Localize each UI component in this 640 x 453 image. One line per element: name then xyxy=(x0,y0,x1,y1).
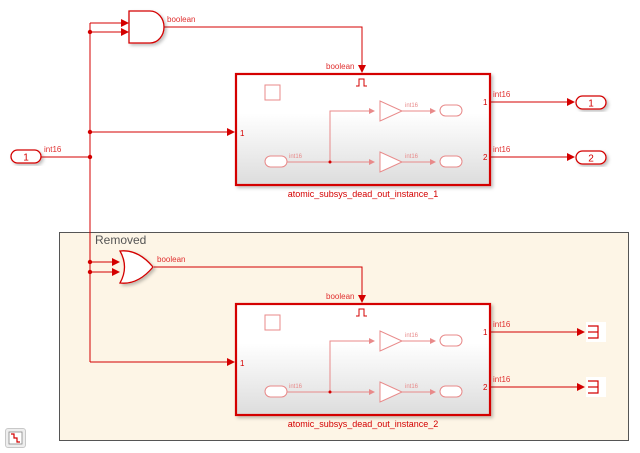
subsystem-1-name[interactable]: atomic_subsys_dead_out_instance_1 xyxy=(288,189,439,199)
or-gate[interactable] xyxy=(118,250,154,284)
and-gate[interactable] xyxy=(128,10,165,44)
inner-type-2: int16 xyxy=(405,333,419,339)
output-1-type: int16 xyxy=(493,90,511,99)
terminator-icon xyxy=(588,325,599,339)
outport-2[interactable]: 2 xyxy=(575,150,607,165)
inner-type-3: int16 xyxy=(405,154,419,160)
branch-points xyxy=(87,29,93,275)
removed-area-label: Removed xyxy=(95,233,147,247)
terminator-2[interactable] xyxy=(586,377,606,397)
inport-1[interactable]: 1 xyxy=(10,149,42,164)
inner-type-3: int16 xyxy=(405,384,419,390)
input-port-label: 1 xyxy=(240,359,245,368)
output-port-label-2: 2 xyxy=(483,153,488,162)
output-port-label-1: 1 xyxy=(483,98,488,107)
fit-to-view-button[interactable] xyxy=(5,428,26,448)
subsystem-2-preview xyxy=(264,314,463,403)
fit-to-view-icon xyxy=(8,431,23,445)
subsystem-1-preview xyxy=(264,84,463,173)
or-output-type: boolean xyxy=(157,255,185,264)
input-port-label: 1 xyxy=(240,129,245,138)
trigger-pulse-icon xyxy=(356,308,367,317)
inner-type-1: int16 xyxy=(289,384,303,390)
output-port-label-1: 1 xyxy=(483,328,488,337)
outport-number: 1 xyxy=(588,99,594,110)
output-2-type: int16 xyxy=(493,145,511,154)
inport-signal-type: int16 xyxy=(44,145,62,154)
terminator-icon xyxy=(588,380,599,394)
trigger-1-type: boolean xyxy=(326,62,354,71)
outport-1[interactable]: 1 xyxy=(575,95,607,110)
trigger-2-type: boolean xyxy=(326,292,354,301)
inport-number: 1 xyxy=(23,153,29,164)
outport-number: 2 xyxy=(588,154,594,165)
signal-lines[interactable] xyxy=(41,19,585,391)
output-1-type: int16 xyxy=(493,320,511,329)
output-2-type: int16 xyxy=(493,375,511,384)
terminator-1[interactable] xyxy=(586,322,606,342)
output-port-label-2: 2 xyxy=(483,383,488,392)
subsystem-1[interactable]: int16 int16 int16 1 1 2 xyxy=(234,72,492,187)
subsystem-2-name[interactable]: atomic_subsys_dead_out_instance_2 xyxy=(288,419,439,429)
inner-type-1: int16 xyxy=(289,154,303,160)
and-output-type: boolean xyxy=(167,15,195,24)
inner-type-2: int16 xyxy=(405,103,419,109)
subsystem-2[interactable]: int16 int16 int16 1 1 2 xyxy=(234,302,492,417)
trigger-pulse-icon xyxy=(356,78,367,87)
